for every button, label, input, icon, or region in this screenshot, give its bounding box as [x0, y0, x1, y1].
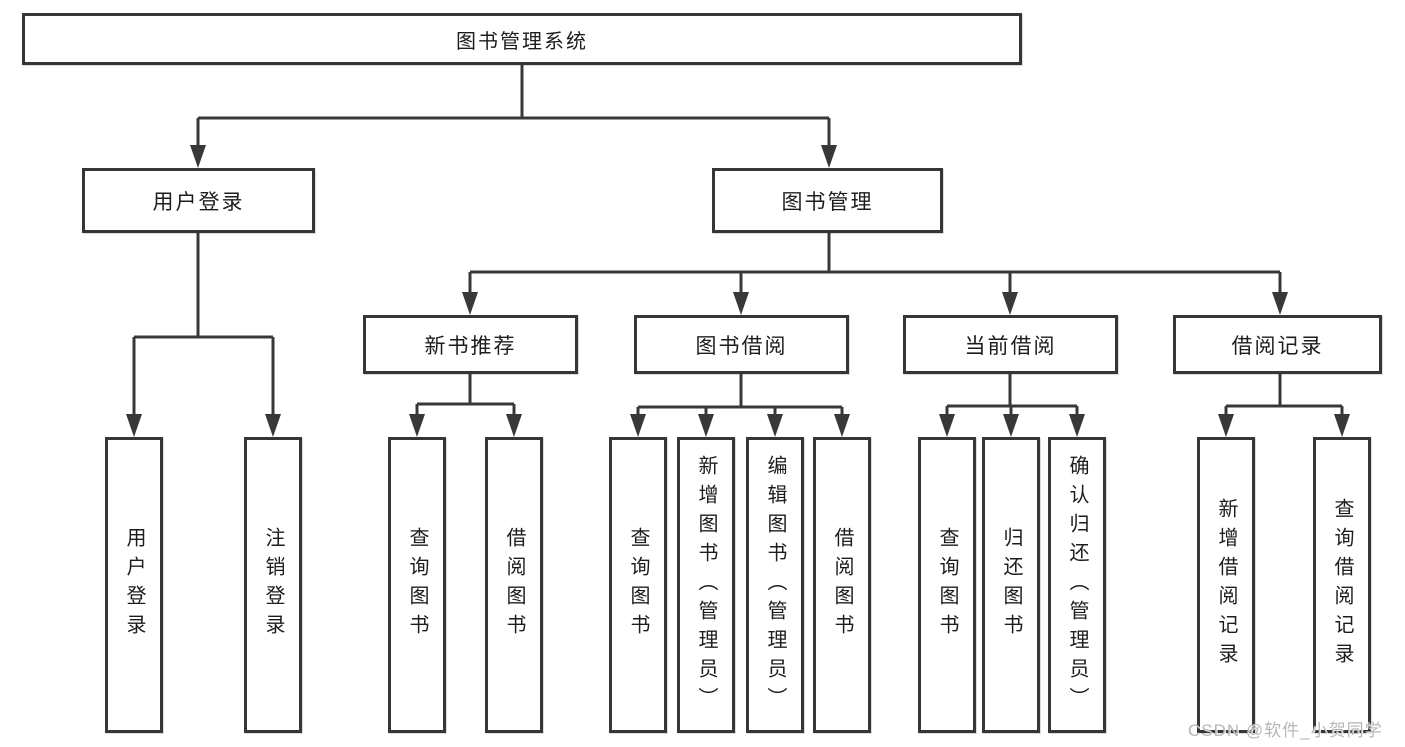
leaf-label: 新增图书（管理员） [695, 454, 717, 716]
leaf-add-borrow-record: 新增借阅记录 [1197, 437, 1255, 733]
leaf-logout: 注销登录 [244, 437, 302, 733]
leaf-label: 编辑图书（管理员） [764, 454, 786, 716]
connector-current-borrow-children [939, 374, 1085, 437]
leaf-query-books-borrow: 查询图书 [609, 437, 667, 733]
node-current-borrow: 当前借阅 [903, 315, 1118, 374]
connector-borrow-records-children [1218, 374, 1350, 437]
connector-new-book-recommend-children [409, 374, 522, 437]
node-label: 当前借阅 [964, 334, 1057, 358]
node-label: 图书借阅 [695, 334, 788, 358]
leaf-user-login: 用户登录 [105, 437, 163, 733]
node-label: 用户登录 [152, 190, 245, 214]
node-book-borrow: 图书借阅 [634, 315, 849, 374]
leaf-label: 用户登录 [123, 527, 145, 643]
connector-user-login-children [126, 233, 281, 437]
node-label: 图书管理系统 [456, 30, 588, 53]
leaf-label: 借阅图书 [503, 527, 525, 643]
node-book-management: 图书管理 [712, 168, 943, 233]
node-user-login: 用户登录 [82, 168, 315, 233]
csdn-watermark: CSDN @软件_小贺同学 [1188, 721, 1383, 740]
leaf-label: 查询图书 [406, 527, 428, 643]
leaf-label: 查询图书 [627, 527, 649, 643]
node-label: 图书管理 [781, 190, 874, 214]
leaf-label: 查询图书 [936, 527, 958, 643]
leaf-query-books-recommend: 查询图书 [388, 437, 446, 733]
leaf-return-book: 归还图书 [982, 437, 1040, 733]
leaf-label: 确认归还（管理员） [1066, 454, 1088, 716]
leaf-borrow-books-recommend: 借阅图书 [485, 437, 543, 733]
connector-book-borrow-children [630, 374, 850, 437]
leaf-label: 查询借阅记录 [1331, 498, 1353, 672]
leaf-label: 新增借阅记录 [1215, 498, 1237, 672]
node-borrow-records: 借阅记录 [1173, 315, 1382, 374]
node-library-management-system: 图书管理系统 [22, 13, 1022, 65]
leaf-label: 借阅图书 [831, 527, 853, 643]
leaf-label: 注销登录 [262, 527, 284, 643]
connector-book-management-children [462, 233, 1288, 315]
leaf-edit-book-admin: 编辑图书（管理员） [746, 437, 804, 733]
node-label: 借阅记录 [1231, 334, 1324, 358]
node-new-book-recommend: 新书推荐 [363, 315, 578, 374]
leaf-borrow-books-2: 借阅图书 [813, 437, 871, 733]
leaf-add-book-admin: 新增图书（管理员） [677, 437, 735, 733]
node-label: 新书推荐 [424, 334, 517, 358]
leaf-query-borrow-record: 查询借阅记录 [1313, 437, 1371, 733]
leaf-confirm-return-admin: 确认归还（管理员） [1048, 437, 1106, 733]
leaf-label: 归还图书 [1000, 527, 1022, 643]
leaf-query-books-current: 查询图书 [918, 437, 976, 733]
connector-root-to-level2 [190, 65, 837, 168]
